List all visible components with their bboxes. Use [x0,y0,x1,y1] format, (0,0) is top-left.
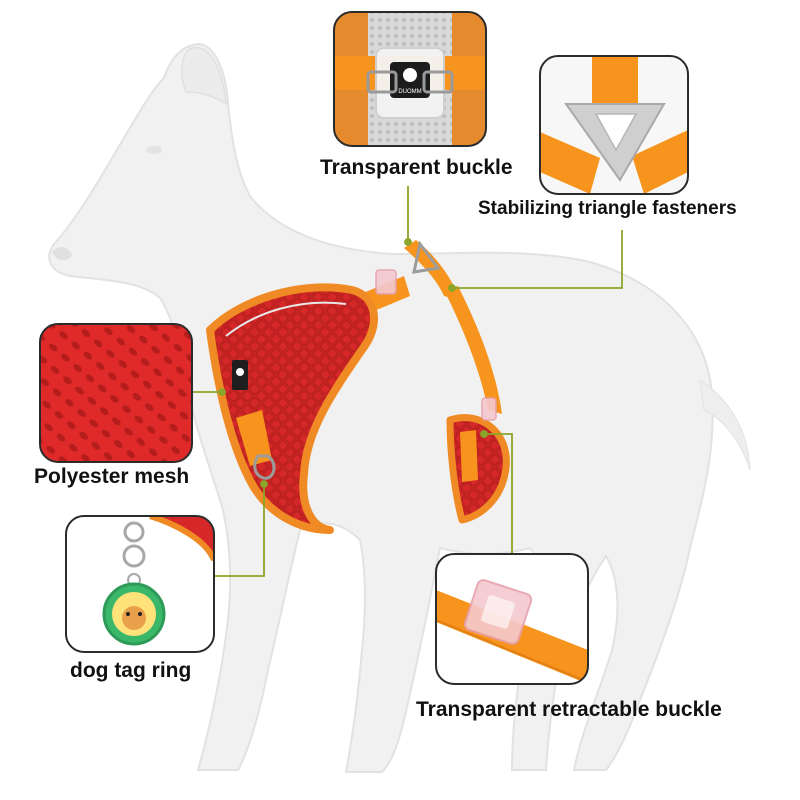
leader-retractable [484,433,513,554]
leader-dot-transparent-buckle [404,238,412,246]
leader-dot-mesh [218,388,226,396]
inset-retractable-buckle [435,553,589,685]
harness-strap-back [444,286,502,414]
leader-dot-triangle [448,284,456,292]
brand-logo-text: DUOMM [398,89,421,95]
harness-buckle-top [375,269,397,295]
inset-polyester-mesh [39,323,193,463]
inset-triangle-fasteners [539,55,689,195]
label-stabilizing-triangle: Stabilizing triangle fasteners [478,198,737,219]
leader-dot-retractable [480,430,488,438]
dog-nose [52,247,72,261]
harness-chest-plate [206,283,378,534]
harness-side-strap [460,430,478,482]
inset-transparent-buckle: DUOMM [333,11,487,147]
dog-ear [181,46,227,106]
harness [206,240,510,534]
harness-chest-reflective [225,301,347,337]
harness-logo-mark [236,368,244,376]
label-polyester-mesh: Polyester mesh [34,465,190,488]
label-dog-tag-ring: dog tag ring [70,659,192,682]
inset-dog-tag-ring [65,515,215,653]
label-transparent-buckle: Transparent buckle [320,156,513,179]
leader-dot-dog-tag [260,480,268,488]
leader-lines [192,186,623,577]
leader-dog-tag [214,484,265,577]
leader-triangle [452,230,623,289]
harness-buckle-side [481,397,497,421]
harness-d-ring [253,454,276,480]
dog-eye [146,146,162,154]
dog-tail [699,378,751,471]
harness-front-strap [236,410,272,466]
label-retractable-buckle: Transparent retractable buckle [416,698,722,721]
harness-triangle-ring [412,240,441,274]
